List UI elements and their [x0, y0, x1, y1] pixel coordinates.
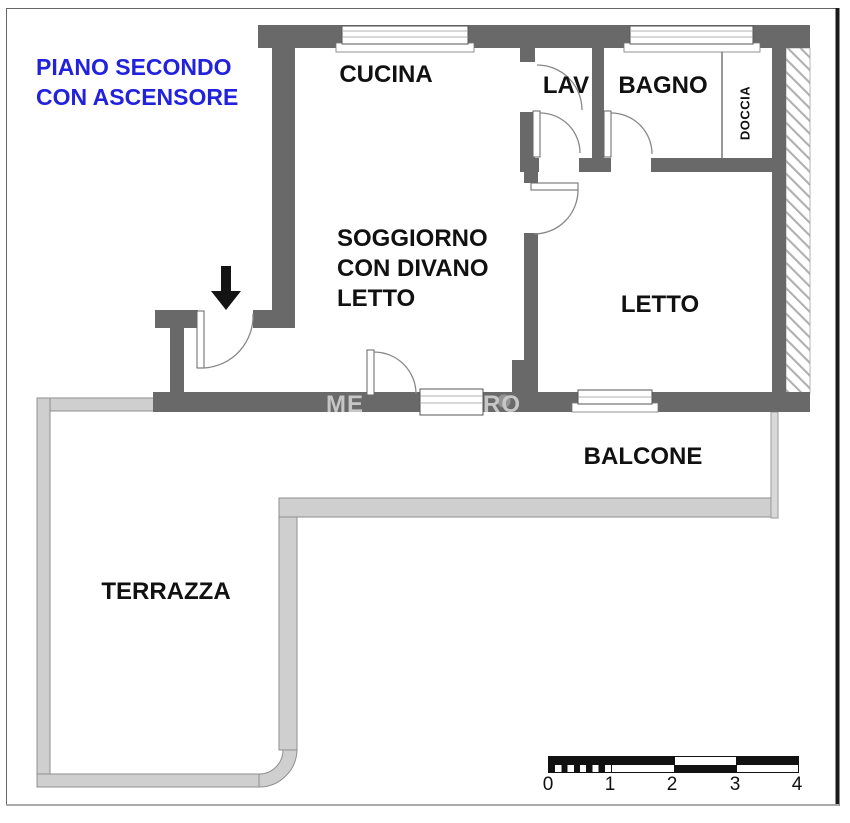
parapets — [36, 397, 779, 788]
plan-title-line2: CON ASCENSORE — [36, 84, 239, 110]
scale-seg — [611, 757, 674, 765]
balcone-parapet — [278, 497, 779, 518]
scale-tick-label: 2 — [666, 774, 678, 795]
label-lav: LAV — [542, 72, 590, 99]
scale-tick-label: 3 — [729, 774, 741, 795]
scale-seg — [735, 757, 798, 765]
scale-bar-graphic — [548, 756, 799, 773]
scale-bar: 0 1 2 3 4 — [543, 756, 802, 798]
label-balcone: BALCONE — [583, 443, 703, 470]
entrance-door — [196, 310, 254, 369]
label-doccia: DOCCIA — [737, 85, 753, 141]
label-soggiorno-line1: SOGGIORNO — [337, 225, 488, 252]
scale-tick-label: 4 — [791, 774, 803, 795]
column-marker — [496, 393, 512, 409]
walls — [153, 25, 810, 412]
label-terrazza: TERRAZZA — [101, 578, 231, 605]
door-cucina-lav — [536, 64, 583, 111]
balcone-side-railing — [770, 411, 779, 519]
scale-seg — [673, 757, 736, 765]
label-soggiorno-line2: CON DIVANO — [337, 255, 489, 282]
terrazza-parapet-right — [278, 497, 298, 751]
door-balcone — [366, 349, 417, 396]
doors — [196, 64, 653, 396]
label-cucina: CUCINA — [339, 61, 433, 88]
plan-title-line1: PIANO SECONDO — [36, 54, 232, 80]
label-letto: LETTO — [620, 291, 700, 318]
door-bagno — [603, 110, 653, 158]
label-soggiorno-line3: LETTO — [337, 285, 416, 312]
windows — [335, 25, 761, 416]
scale-seg — [549, 757, 612, 765]
entrance-arrow-icon — [211, 266, 241, 310]
door-lav — [532, 110, 581, 158]
scale-seg — [611, 764, 674, 772]
label-bagno: BAGNO — [618, 72, 708, 99]
scale-tick-label: 1 — [604, 774, 616, 795]
terrazza-parapet-corner — [258, 749, 298, 788]
terrazza-parapet-top — [36, 397, 156, 412]
scale-seg-subdivided — [549, 764, 612, 772]
scale-tick-label: 0 — [542, 774, 554, 795]
window-cucina — [335, 25, 475, 53]
window-bagno — [623, 25, 761, 53]
party-wall-hatch — [785, 47, 811, 394]
scale-seg — [673, 764, 736, 772]
plan-title: PIANO SECONDO CON ASCENSORE — [36, 52, 238, 112]
label-soggiorno: SOGGIORNO CON DIVANO LETTO — [337, 224, 489, 314]
door-soggiorno-letto — [530, 182, 579, 235]
window-soggiorno — [419, 388, 484, 416]
sheet-border — [6, 8, 840, 806]
watermark-fragment-right: RO — [483, 391, 521, 418]
watermark-fragment-left: ME — [326, 391, 364, 418]
terrazza-parapet-left — [36, 397, 51, 788]
scale-seg — [735, 764, 798, 772]
window-letto — [571, 389, 659, 413]
terrazza-parapet-bottom — [36, 773, 260, 788]
